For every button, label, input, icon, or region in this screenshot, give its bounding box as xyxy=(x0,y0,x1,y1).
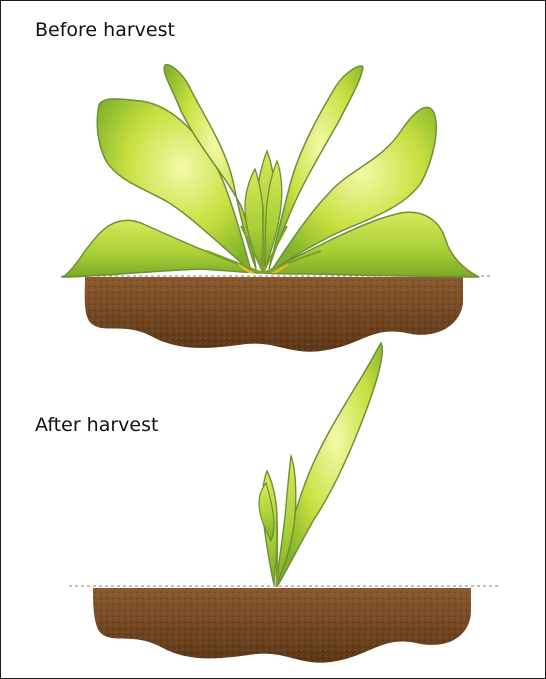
soil-mound xyxy=(85,277,463,352)
before-harvest-plant xyxy=(61,65,491,352)
after-harvest-plant xyxy=(69,343,501,663)
soil-mound xyxy=(93,588,471,663)
before-harvest-label: Before harvest xyxy=(35,19,175,41)
after-harvest-label: After harvest xyxy=(35,414,158,436)
